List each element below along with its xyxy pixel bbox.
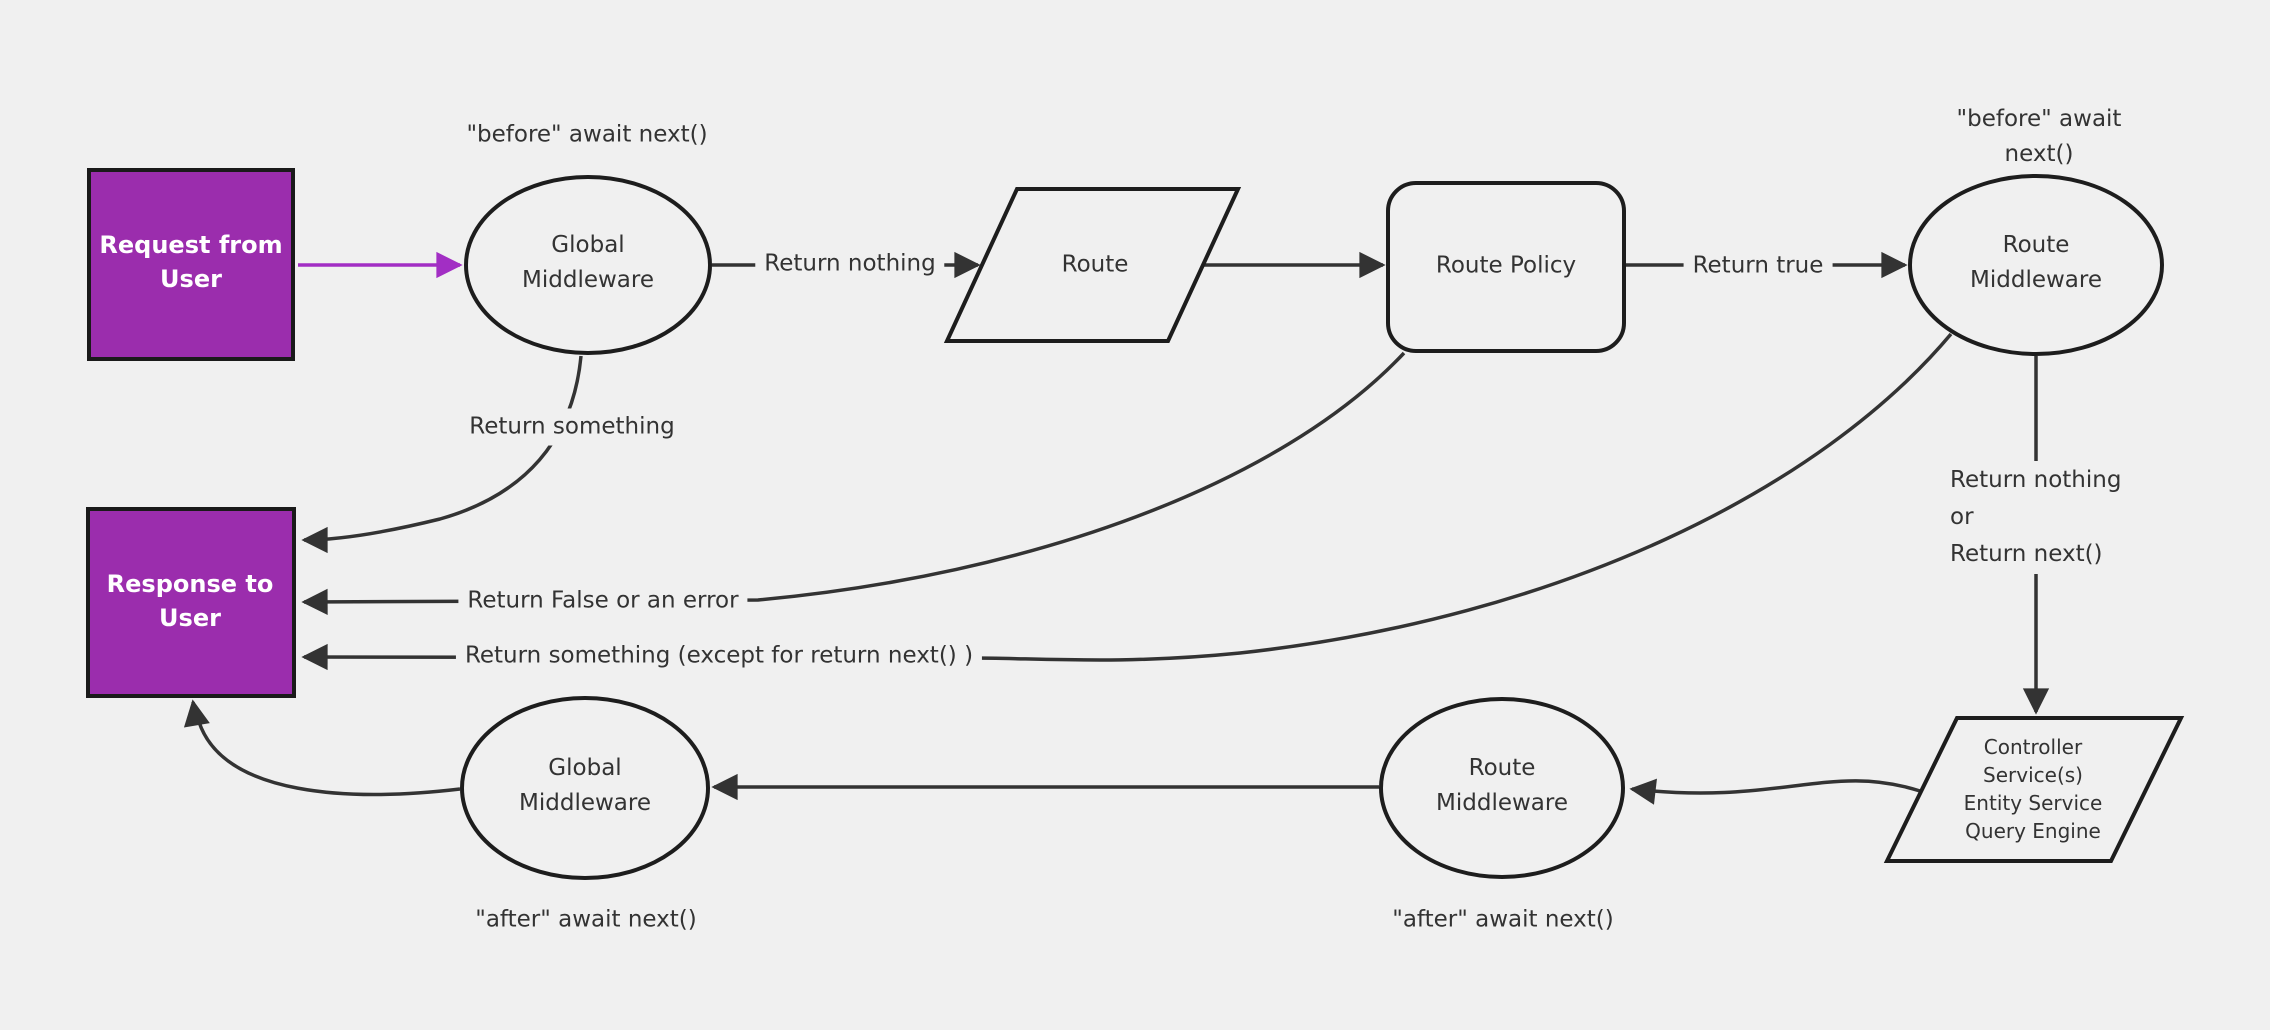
response-node-label: Response to User	[106, 570, 274, 632]
request-node-shape	[87, 168, 295, 361]
controller-node-label: Controller Service(s) Entity Service Que…	[1963, 735, 2103, 843]
route-middleware-bottom-node-label: Route Middleware	[1436, 755, 1568, 816]
return-true-edge-label: Return true	[1683, 247, 1833, 285]
route-node-shape	[943, 187, 1242, 343]
global-middleware-top-node-label: Global Middleware	[522, 232, 654, 293]
edge-route-policy-to-response	[301, 351, 1406, 616]
before-await-next-global-label: "before" await next()	[466, 121, 708, 148]
route-middleware-bottom-node-shape	[1379, 697, 1625, 879]
global-middleware-bottom-node-shape	[460, 696, 710, 880]
request-node-label: Request from User	[99, 231, 283, 293]
route-node-label: Route	[1061, 251, 1129, 278]
response-node-shape	[86, 507, 296, 698]
edge-global-middleware-to-response	[301, 355, 583, 554]
return-nothing-or-next-edge-label: Return nothing or Return next()	[1941, 461, 2131, 574]
route-policy-node-label: Route Policy	[1435, 252, 1577, 279]
global-middleware-bottom-node-label: Global Middleware	[519, 755, 651, 816]
after-await-next-global-label: "after" await next()	[475, 906, 697, 933]
route-middleware-top-node-label: Route Middleware	[1970, 232, 2102, 293]
edge-controller-to-route-middleware-bottom	[1629, 778, 1921, 805]
edge-route-middleware-to-response	[301, 332, 1953, 671]
return-nothing-edge-label: Return nothing	[755, 245, 945, 283]
return-something-except-edge-label: Return something (except for return next…	[455, 637, 983, 675]
after-await-next-route-label: "after" await next()	[1392, 906, 1614, 933]
return-false-or-error-edge-label: Return False or an error	[458, 582, 748, 620]
edge-global-middleware-bottom-to-response	[183, 699, 461, 797]
route-policy-node-shape	[1386, 181, 1626, 353]
route-middleware-top-node-shape	[1908, 174, 2164, 356]
before-await-next-route-label: "before" await next()	[1956, 106, 2122, 167]
global-middleware-top-node-shape	[464, 175, 712, 355]
controller-node-shape	[1883, 716, 2185, 863]
return-something-edge-label: Return something	[460, 408, 684, 446]
